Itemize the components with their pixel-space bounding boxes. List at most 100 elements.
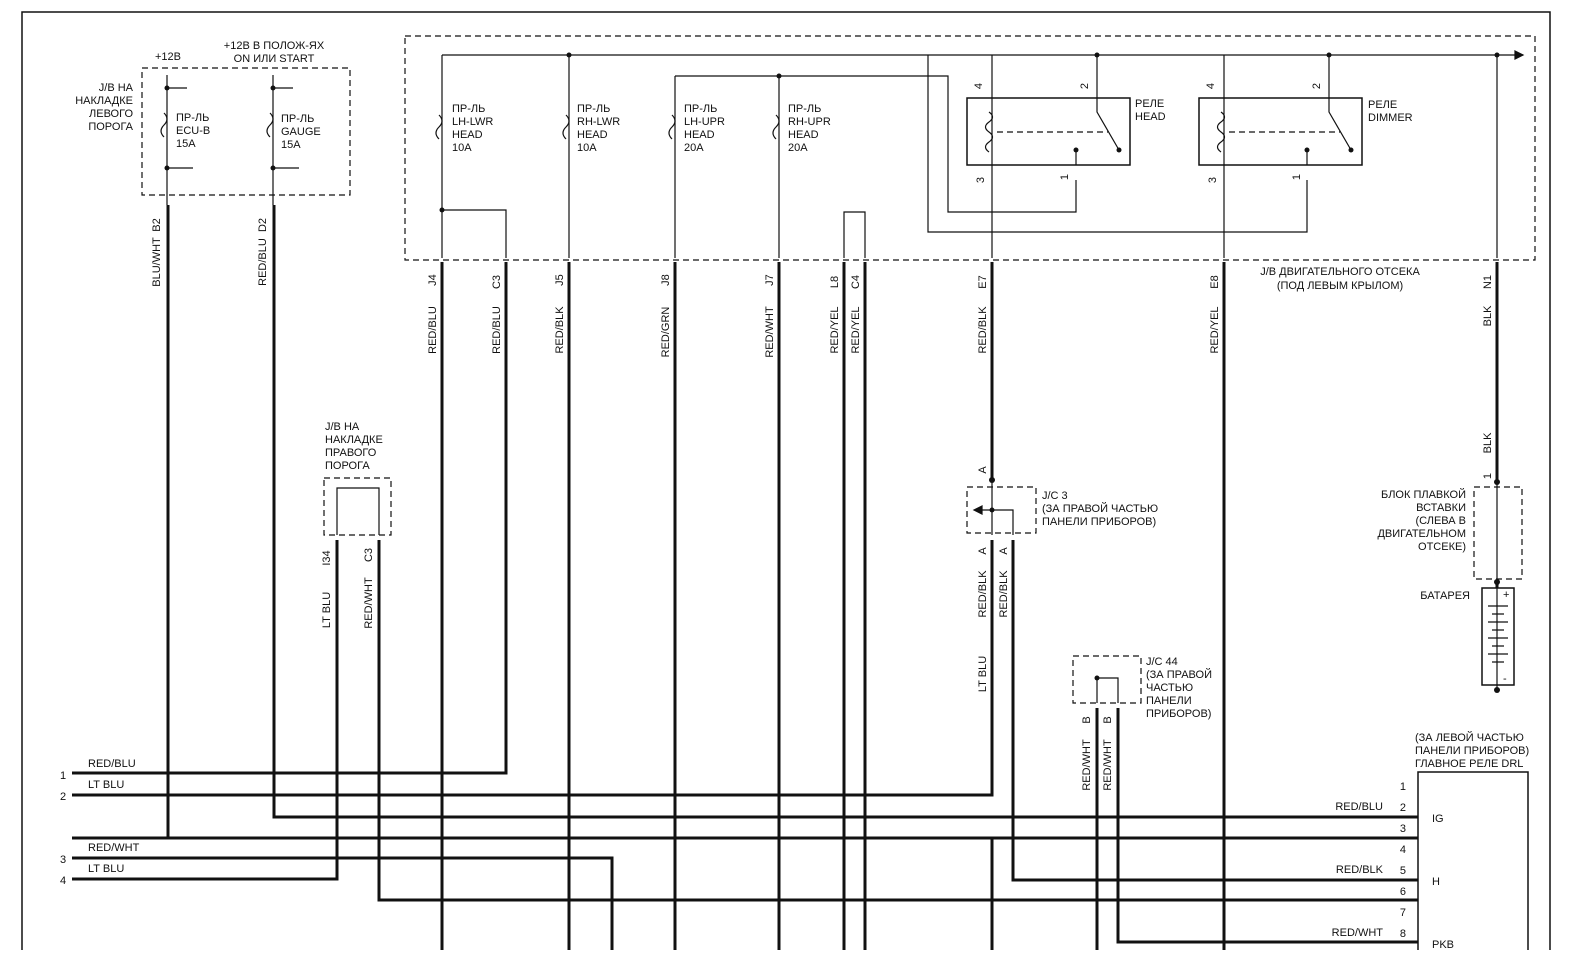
drl-pin: 1 — [1400, 781, 1406, 793]
jc3-label-2: (ЗА ПРАВОЙ ЧАСТЬЮ — [1042, 502, 1158, 515]
engine-jb-box — [404, 35, 1536, 261]
jc3-pin-a: A — [998, 547, 1010, 555]
wire-label: RED/GRN — [660, 307, 672, 358]
jc3-label-1: J/C 3 — [1042, 490, 1068, 502]
relay-pin-label: 2 — [1079, 83, 1091, 89]
fuse-lh-lwr-icon — [435, 114, 443, 140]
fuse-label-line: LH-LWR — [452, 116, 493, 128]
relay-head-coil-icon — [984, 111, 994, 153]
drl-pin: 3 — [1400, 823, 1406, 835]
plus12-on-label-2: ON ИЛИ START — [234, 53, 315, 65]
relay-pin-label: 4 — [973, 83, 985, 89]
wire-label: RED/WHT — [764, 306, 776, 358]
relay-dimmer-coil-icon — [1216, 111, 1226, 153]
wire-b2-label: BLU/WHT — [151, 237, 163, 287]
left-jb-label-3: ЛЕВОГО — [89, 108, 133, 120]
drl-pin: 6 — [1400, 886, 1406, 898]
jc44-wire-1-label: RED/WHT — [1081, 739, 1093, 791]
fuse-rh-upr-label: ПР-ЛЬ RH-UPR HEAD 20A — [788, 103, 831, 154]
battery-minus: - — [1503, 673, 1507, 685]
relay-pin-label: 4 — [1205, 83, 1217, 89]
fuse-label-line: 10A — [577, 142, 597, 154]
jc3-wire-1-label: RED/BLK — [977, 570, 989, 618]
jc3-pin-a: A — [977, 547, 989, 555]
pin-e7: E7 — [977, 275, 989, 288]
wire-c3-label: RED/WHT — [363, 577, 375, 629]
drl-label-1: (ЗА ЛЕВОЙ ЧАСТЬЮ — [1415, 731, 1524, 744]
left-jb-label-2: НАКЛАДКЕ — [75, 95, 133, 107]
right-jb-label-1: J/B НА — [325, 421, 360, 433]
fuse-lh-upr-label: ПР-ЛЬ LH-UPR HEAD 20A — [684, 103, 725, 154]
jc3: A A A J/C 3 (ЗА ПРАВОЙ ЧАСТЬЮ ПАНЕЛИ ПРИ… — [966, 466, 1158, 692]
fusible-link-wire-label: BLK — [1482, 432, 1494, 453]
right-jb: J/B НА НАКЛАДКЕ ПРАВОГО ПОРОГА I34 C3 LT… — [321, 421, 392, 629]
fuse-gauge-icon — [266, 112, 274, 138]
drl-pin: 7 — [1400, 907, 1406, 919]
fusible-link-label-2: ВСТАВКИ — [1416, 502, 1466, 514]
jc3-box — [966, 486, 1037, 534]
jc44-label-2: (ЗА ПРАВОЙ — [1146, 668, 1212, 681]
engine-jb-label-1: J/B ДВИГАТЕЛЬНОГО ОТСЕКА — [1260, 266, 1420, 278]
right-jb-label-4: ПОРОГА — [325, 460, 370, 472]
relay-pin-label: 1 — [1291, 174, 1303, 180]
jc44: J/C 44 (ЗА ПРАВОЙ ЧАСТЬЮ ПАНЕЛИ ПРИБОРОВ… — [1072, 655, 1212, 791]
jc3-label-3: ПАНЕЛИ ПРИБОРОВ) — [1042, 516, 1156, 528]
left-connector: 1 2 3 4 RED/BLU LT BLU RED/WHT LT BLU — [60, 758, 140, 887]
left-jb-box — [141, 67, 351, 196]
relay-head-label-1: РЕЛЕ — [1135, 98, 1164, 110]
pin-j8: J8 — [660, 274, 672, 286]
fuse-label-line: 20A — [684, 142, 704, 154]
left-jb: J/B НА НАКЛАДКЕ ЛЕВОГО ПОРОГА +12В +12В … — [75, 40, 351, 287]
fusible-link-label-1: БЛОК ПЛАВКОЙ — [1381, 488, 1466, 501]
wire-label: RED/BLU — [427, 306, 439, 354]
fuse-label-line: RH-LWR — [577, 116, 620, 128]
pin-c4: C4 — [850, 275, 862, 289]
drl-relay-box — [1417, 771, 1529, 950]
wire-label: RED/BLU — [491, 306, 503, 354]
jc3-pin-a: A — [977, 466, 989, 474]
plus12-on-label-1: +12В В ПОЛОЖ-ЯХ — [224, 40, 325, 52]
drl-terminal-ig: IG — [1432, 813, 1444, 825]
right-jb-label-3: ПРАВОГО — [325, 447, 377, 459]
wire-label: RED/BLK — [554, 306, 566, 354]
fusible-link-label-5: ОТСЕКЕ) — [1418, 541, 1466, 553]
wire-label: RED/BLK — [977, 306, 989, 354]
relay-pin-label: 1 — [1059, 174, 1071, 180]
pin-b2: B2 — [151, 218, 163, 231]
fuse-gauge-label-1: ПР-ЛЬ — [281, 113, 314, 125]
fuse-label-line: LH-UPR — [684, 116, 725, 128]
fuse-ecub-label-3: 15A — [176, 138, 196, 150]
fuse-lh-upr-icon — [668, 114, 676, 140]
left-jb-label-4: ПОРОГА — [88, 121, 133, 133]
fuse-ecub-label-2: ECU-B — [176, 125, 210, 137]
pin-e8: E8 — [1209, 275, 1221, 288]
drl-terminal-h: H — [1432, 876, 1440, 888]
relay-dimmer-label-1: РЕЛЕ — [1368, 99, 1397, 111]
wire-label: RED/YEL — [1209, 306, 1221, 353]
fuse-label-line: HEAD — [788, 129, 819, 141]
left-conn-pin: 4 — [60, 875, 66, 887]
relay-pin-label: 3 — [1207, 177, 1219, 183]
relay-pin-label: 2 — [1311, 83, 1323, 89]
drl-label-3: ГЛАВНОЕ РЕЛЕ DRL — [1415, 758, 1523, 770]
fuse-label-line: ПР-ЛЬ — [684, 103, 717, 115]
fuse-gauge-label-2: GAUGE — [281, 126, 321, 138]
pin-n1: N1 — [1482, 275, 1494, 289]
jc44-wire-2-label: RED/WHT — [1102, 739, 1114, 791]
fuse-ecub-icon — [160, 112, 168, 138]
jc44-label-1: J/C 44 — [1146, 656, 1178, 668]
engine-jb-pin-labels: J4 C3 J5 J8 J7 L8 C4 E7 E8 N1 — [427, 274, 1494, 289]
fuse-gauge-label-3: 15A — [281, 139, 301, 151]
drl-label-2: ПАНЕЛИ ПРИБОРОВ) — [1415, 745, 1529, 757]
fuse-label-line: ПР-ЛЬ — [452, 103, 485, 115]
pin-j5: J5 — [554, 274, 566, 286]
fuse-label-line: HEAD — [452, 129, 483, 141]
main-wires — [72, 205, 1499, 950]
wire-label: BLK — [1482, 305, 1494, 326]
plus12-label: +12В — [155, 51, 181, 63]
jc44-label-4: ПАНЕЛИ — [1146, 695, 1192, 707]
pin-i34: I34 — [321, 550, 333, 565]
fusible-link-box — [1473, 486, 1523, 580]
drl-wire-ig-label: RED/BLU — [1335, 801, 1383, 813]
